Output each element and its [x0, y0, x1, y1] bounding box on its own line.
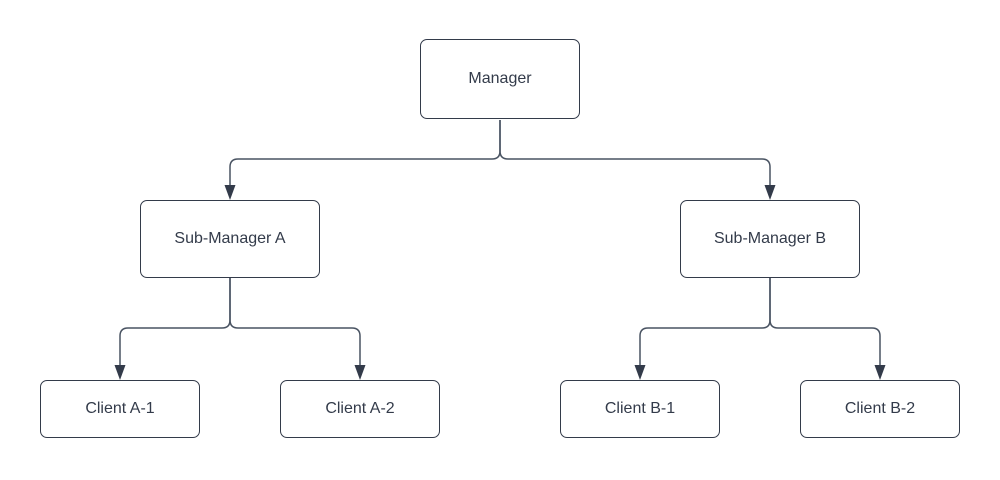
node-sub-manager-a-label: Sub-Manager A: [174, 230, 286, 247]
node-client-b1-label: Client B-1: [604, 400, 676, 417]
node-sub-manager-a: Sub-Manager A: [140, 200, 320, 278]
node-client-a2-label: Client A-2: [325, 400, 395, 417]
arrowhead-icon: [354, 365, 366, 380]
arrowhead-icon: [114, 365, 126, 380]
connector-sub-manager-a-to-client-a2: [229, 278, 361, 366]
node-client-b2: Client B-2: [800, 380, 960, 438]
arrowhead-icon: [224, 185, 236, 200]
node-client-a1-label: Client A-1: [85, 400, 155, 417]
node-client-a2: Client A-2: [280, 380, 440, 438]
connector-manager-to-sub-manager-a: [229, 120, 501, 186]
node-sub-manager-b: Sub-Manager B: [680, 200, 860, 278]
node-client-b1: Client B-1: [560, 380, 720, 438]
node-manager-label: Manager: [468, 70, 532, 87]
node-manager: Manager: [420, 39, 580, 119]
arrowhead-icon: [634, 365, 646, 380]
node-client-b2-label: Client B-2: [844, 400, 916, 417]
arrowhead-icon: [764, 185, 776, 200]
node-client-a1: Client A-1: [40, 380, 200, 438]
arrowhead-icon: [874, 365, 886, 380]
connector-manager-to-sub-manager-b: [499, 120, 771, 186]
connector-sub-manager-a-to-client-a1: [119, 278, 231, 366]
node-sub-manager-b-label: Sub-Manager B: [713, 230, 827, 247]
connector-sub-manager-b-to-client-b2: [769, 278, 881, 366]
connector-sub-manager-b-to-client-b1: [639, 278, 771, 366]
